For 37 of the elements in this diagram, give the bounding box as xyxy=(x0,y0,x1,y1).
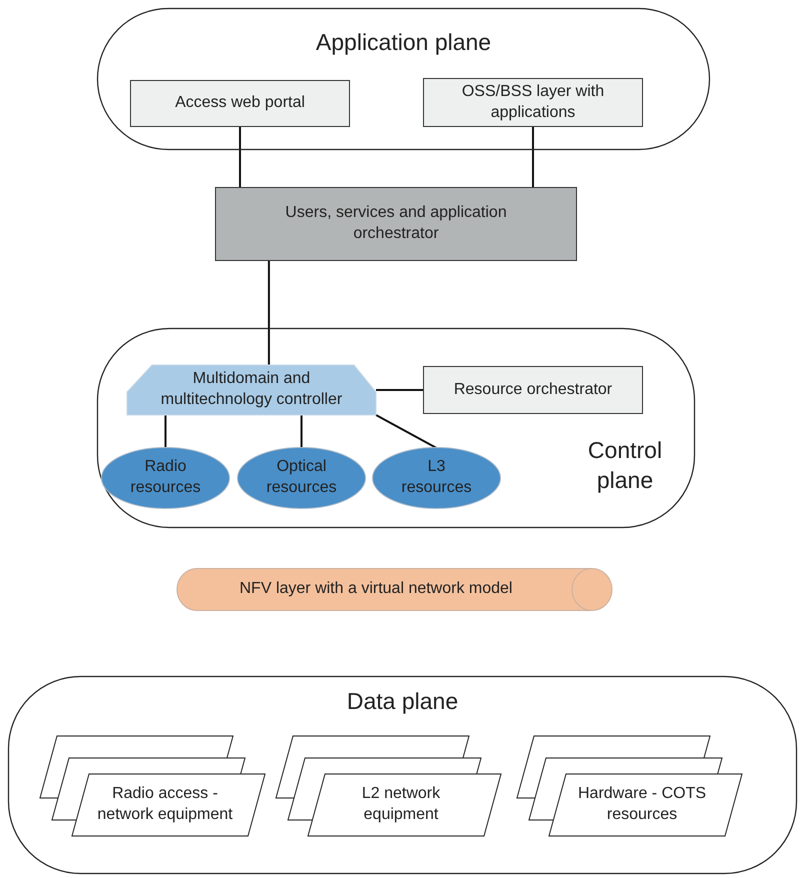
node-label: Radio access - network equipment xyxy=(96,784,234,825)
process-box xyxy=(423,366,643,414)
connector-line xyxy=(532,127,534,187)
orchestrator-box xyxy=(215,187,577,261)
node-label: L2 network equipment xyxy=(360,784,442,825)
connector-line xyxy=(239,127,241,187)
connector-line xyxy=(164,415,166,447)
process-box xyxy=(130,80,350,127)
layer-cylinder xyxy=(176,568,613,611)
connector-line xyxy=(300,415,302,447)
controller-shape xyxy=(127,365,376,415)
equipment-stack xyxy=(517,736,744,837)
process-box xyxy=(423,78,643,127)
node-label: Users, services and application orchestrator xyxy=(284,203,508,244)
node-label: Hardware - COTS resources xyxy=(577,784,707,825)
plane-panel xyxy=(8,676,797,874)
node-label: Data plane xyxy=(346,687,460,716)
node-label: Application plane xyxy=(314,28,492,58)
node-label: Access web portal xyxy=(174,93,306,114)
node-label: NFV layer with a virtual network model xyxy=(238,579,514,600)
equipment-stack xyxy=(276,736,503,837)
node-label: OSS/BSS layer with applications xyxy=(460,82,606,122)
node-label: Optical resources xyxy=(265,457,338,498)
connector-line xyxy=(376,414,437,449)
connector-line xyxy=(376,389,423,391)
resource-ellipse xyxy=(237,447,366,509)
plane-panel xyxy=(97,328,695,528)
connector-line xyxy=(268,261,270,365)
node-label: Control plane xyxy=(586,436,664,495)
node-label: Radio resources xyxy=(129,457,202,498)
node-label: Resource orchestrator xyxy=(452,380,614,400)
node-label: Multidomain and multitechnology controller xyxy=(160,369,344,410)
resource-ellipse xyxy=(101,447,230,509)
node-label: L3 resources xyxy=(400,457,473,498)
equipment-stack xyxy=(40,736,267,837)
resource-ellipse xyxy=(372,447,501,509)
plane-panel xyxy=(97,8,710,150)
